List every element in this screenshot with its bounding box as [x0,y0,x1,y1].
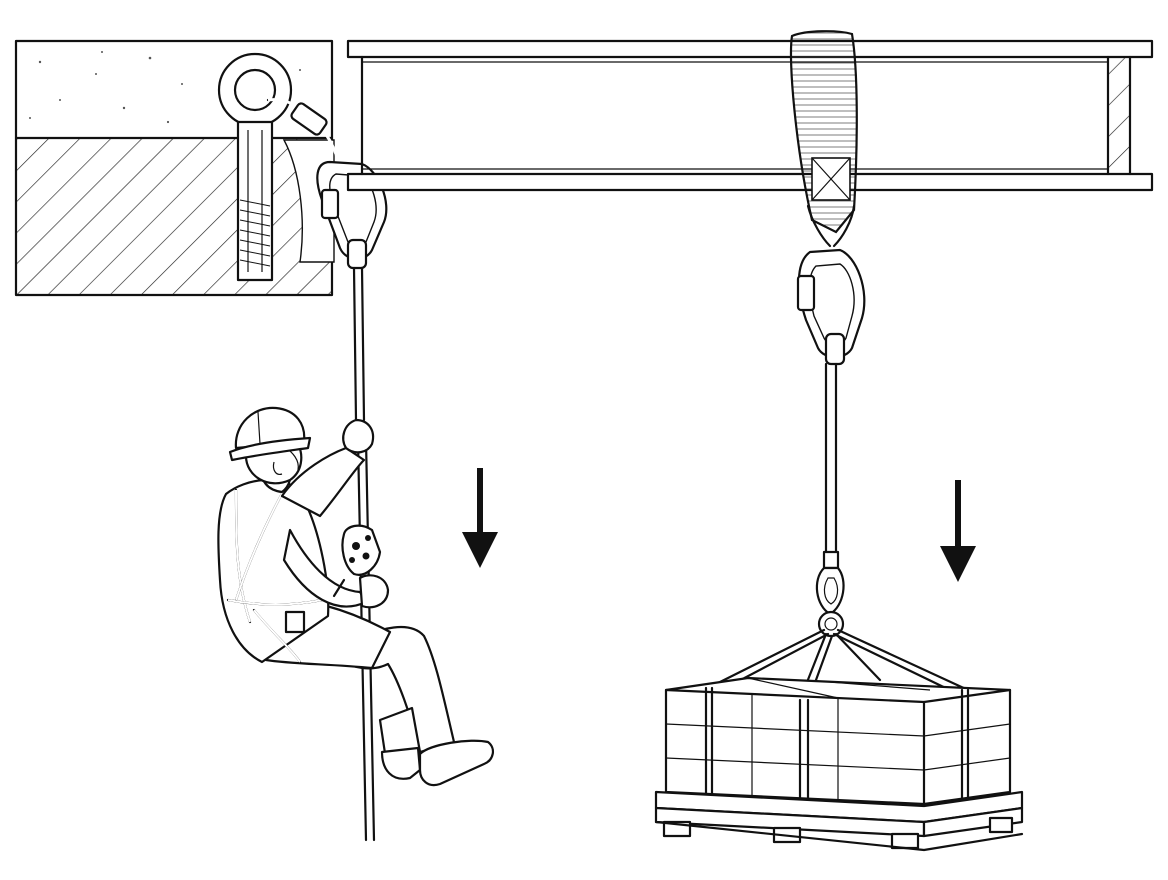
carabiner-beam [796,248,866,366]
eye-bolt [217,52,293,282]
eye-bolt-thread [239,199,271,267]
pallet [654,790,1024,852]
load-down-arrow [940,480,976,582]
hard-hat [234,406,306,450]
load-rope [815,362,845,638]
person-down-arrow [462,468,498,568]
worker [217,406,494,787]
lifting-bridle [702,628,970,704]
boxes [664,676,1012,816]
webbing-sling [789,30,858,248]
steel-beam [346,39,1154,192]
